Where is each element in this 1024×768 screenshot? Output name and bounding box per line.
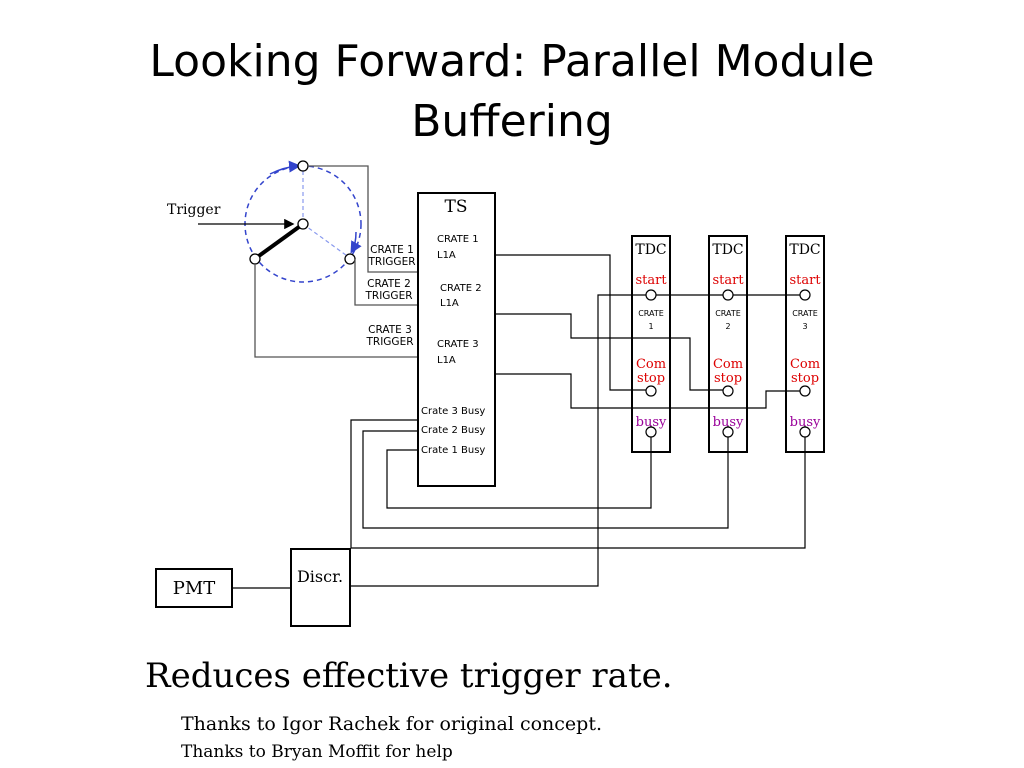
ts-module: TS CRATE 1 L1A CRATE 2 L1A CRATE 3 L1A C…: [417, 192, 496, 487]
crate1-trigger-wire: [308, 165, 418, 273]
tdc-module-3: TDC start CRATE 3 Com stop busy: [785, 235, 825, 453]
l1a-crate2-wire: [495, 313, 724, 391]
tdc-com-label-2: Com: [713, 357, 743, 372]
crate2-trigger-wire: [354, 259, 418, 306]
tdc2-busy-node: [722, 426, 734, 438]
rotary-switch: [244, 160, 362, 283]
switch-node-center: [297, 218, 309, 230]
tdc-crate-label-1: CRATE: [638, 309, 664, 318]
tdc-stop-label-1: stop: [637, 371, 665, 386]
discr-box: [290, 548, 351, 627]
tdc-title-1: TDC: [635, 242, 666, 258]
thanks-line-2: Thanks to Bryan Moffit for help: [181, 742, 453, 762]
tdc2-start-node: [722, 289, 734, 301]
ts-output-3-line1: CRATE 3: [437, 339, 479, 350]
tdc-box-2: [708, 235, 748, 453]
tdc-title-2: TDC: [712, 242, 743, 258]
crate1-trigger-label-line2: TRIGGER: [367, 256, 415, 268]
slide-title: Looking Forward: Parallel Module Bufferi…: [0, 32, 1024, 152]
tdc-crate-label-3: CRATE: [792, 309, 818, 318]
start-bus-wire: [350, 294, 801, 587]
busy-crate2-wire: [362, 426, 729, 529]
ts-output-1-line2: L1A: [437, 250, 456, 261]
rotor-arrow-right: [350, 231, 362, 254]
tdc-crate-num-3: 3: [802, 322, 807, 331]
tdc-crate-label-2: CRATE: [715, 309, 741, 318]
tdc-busy-label-1: busy: [636, 415, 667, 430]
tdc1-start-node: [645, 289, 657, 301]
ts-busy-input-3: Crate 3 Busy: [421, 406, 485, 417]
ts-output-3-line2: L1A: [437, 355, 456, 366]
l1a-crate3-wire: [495, 373, 801, 409]
signal-wires: [232, 254, 806, 589]
switch-node-top: [297, 160, 309, 172]
tdc3-start-node: [799, 289, 811, 301]
title-line-2: Buffering: [411, 96, 613, 147]
tdc2-stop-node: [722, 385, 734, 397]
tdc-stop-label-3: stop: [791, 371, 819, 386]
tdc-crate-num-1: 1: [648, 322, 653, 331]
crate3-trigger-label-line1: CRATE 3: [368, 324, 412, 336]
ts-busy-input-1: Crate 1 Busy: [421, 445, 485, 456]
tdc-busy-label-3: busy: [790, 415, 821, 430]
tdc1-busy-node: [645, 426, 657, 438]
ts-output-1-line1: CRATE 1: [437, 234, 479, 245]
switch-node-left: [249, 253, 261, 265]
crate3-trigger-label-line2: TRIGGER: [365, 336, 413, 348]
busy-crate1-wire: [386, 426, 652, 509]
l1a-crate1-wire: [495, 254, 647, 391]
tdc-module-2: TDC start CRATE 2 Com stop busy: [708, 235, 748, 453]
switch-node-right: [344, 253, 356, 265]
tdc-stop-label-2: stop: [714, 371, 742, 386]
tdc-busy-label-2: busy: [713, 415, 744, 430]
tdc-com-label-3: Com: [790, 357, 820, 372]
tdc-com-label-1: Com: [636, 357, 666, 372]
crate3-trigger-wire: [254, 264, 418, 358]
tdc-start-label-3: start: [789, 273, 821, 288]
ts-title: TS: [445, 197, 468, 217]
crate1-trigger-label-line1: CRATE 1: [370, 244, 414, 256]
rotor-arrow-top: [269, 160, 301, 175]
crate2-trigger-label-line2: TRIGGER: [364, 290, 412, 302]
tdc-start-label-1: start: [635, 273, 667, 288]
ts-busy-input-2: Crate 2 Busy: [421, 425, 485, 436]
title-line-1: Looking Forward: Parallel Module: [149, 36, 875, 87]
tdc-title-3: TDC: [789, 242, 820, 258]
tdc-start-label-2: start: [712, 273, 744, 288]
ts-output-2-line1: CRATE 2: [440, 283, 482, 294]
crate2-trigger-label-line1: CRATE 2: [367, 278, 411, 290]
ts-box: [417, 192, 496, 487]
rotor-spoke-right: [302, 223, 351, 259]
tdc-module-1: TDC start CRATE 1 Com stop busy: [631, 235, 671, 453]
switch-wires: [254, 165, 418, 358]
trigger-label: Trigger: [167, 202, 221, 218]
pmt-label: PMT: [173, 578, 216, 599]
tdc3-busy-node: [799, 426, 811, 438]
tdc-crate-num-2: 2: [725, 322, 730, 331]
rotor-arm: [254, 222, 305, 260]
thanks-line-1: Thanks to Igor Rachek for original conce…: [181, 713, 603, 735]
ts-output-2-line2: L1A: [440, 298, 459, 309]
pmt-box: [155, 568, 233, 608]
tdc1-stop-node: [645, 385, 657, 397]
discr-label: Discr.: [297, 567, 343, 586]
caption: Reduces effective trigger rate.: [145, 656, 673, 696]
tdc3-stop-node: [799, 385, 811, 397]
